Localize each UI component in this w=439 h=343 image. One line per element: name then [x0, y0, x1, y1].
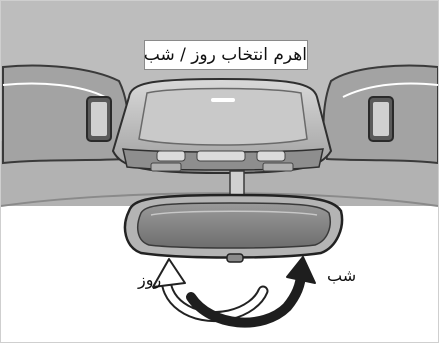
night-label: شب	[327, 266, 356, 285]
day-night-tab-icon	[227, 254, 243, 262]
day-label: روز	[138, 270, 161, 289]
overhead-console-icon	[113, 79, 331, 173]
day-night-lever-label: اهرم انتخاب روز / شب	[144, 40, 308, 70]
rearview-mirror-icon	[125, 195, 342, 258]
left-sun-visor-icon	[3, 66, 128, 163]
right-sun-visor-icon	[324, 66, 438, 163]
